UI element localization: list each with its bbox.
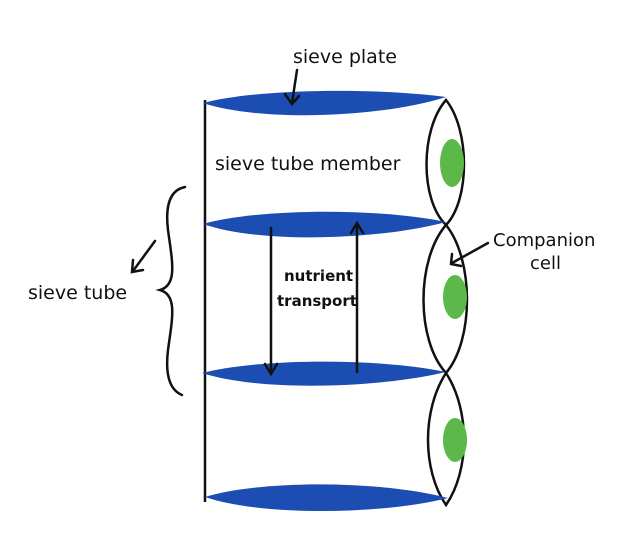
arrow-down-icon [263, 362, 279, 377]
label-sieve-plate: sieve plate [293, 46, 397, 68]
sieve-plate [203, 90, 446, 116]
label-sieve-tube-member: sieve tube member [215, 153, 401, 175]
arrow-head-icon [130, 258, 145, 274]
sieve-plate [205, 484, 448, 511]
companion-cell-arrow [450, 241, 490, 265]
label-transport-line1: nutrient [284, 267, 353, 285]
sieve-plate [203, 211, 446, 238]
arrow-up-icon [349, 220, 365, 235]
arrow-head-icon [449, 252, 463, 268]
sieve-plate-arrow [290, 68, 299, 105]
arrow-head-icon [283, 92, 301, 107]
label-companion-cell-line2: cell [530, 253, 561, 274]
companion-cell-3 [426, 370, 466, 508]
companion-cell-nucleus [443, 418, 467, 462]
companion-cell-nucleus [440, 139, 464, 187]
sieve-plate [202, 361, 446, 386]
sieve-tube-arrow [131, 239, 157, 273]
label-sieve-tube: sieve tube [28, 282, 127, 304]
sieve-tube-brace [155, 185, 187, 397]
label-companion-cell-line1: Companion [493, 230, 595, 251]
companion-cell-nucleus [443, 275, 467, 319]
label-transport-line2: transport [277, 292, 357, 310]
